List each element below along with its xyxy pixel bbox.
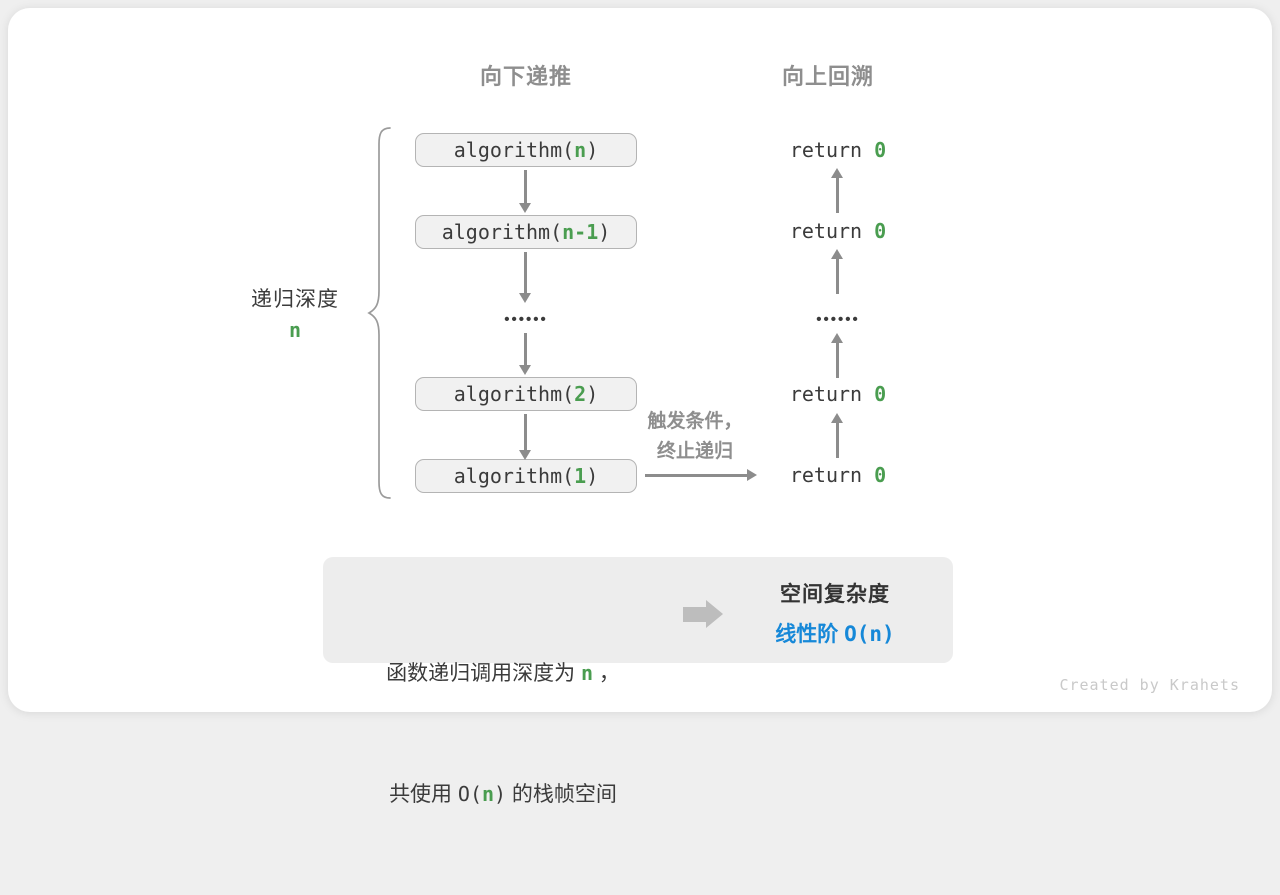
return-value: 0 xyxy=(874,382,887,406)
premise-text: ， xyxy=(593,662,620,685)
call-box-algorithm-n-1: algorithm(n-1) xyxy=(415,215,637,249)
up-arrow xyxy=(831,333,843,378)
up-arrow xyxy=(831,168,843,213)
call-box-text: ) xyxy=(586,464,599,488)
call-box-param: n-1 xyxy=(562,220,599,244)
premise-big-o: O( xyxy=(457,782,482,806)
return-statement: return 0 xyxy=(770,382,906,406)
return-text: return xyxy=(789,463,875,487)
call-box-text: ) xyxy=(586,138,599,162)
header-downward-recursion: 向下递推 xyxy=(479,64,572,89)
down-arrow xyxy=(519,170,531,213)
left-ellipsis: •••••• xyxy=(504,311,548,328)
return-value: 0 xyxy=(874,463,887,487)
premise-line1: 函数递归调用深度为 n ， xyxy=(343,653,663,694)
watermark: Created by Krahets xyxy=(1059,676,1240,694)
premise-n: n xyxy=(580,661,594,685)
premise-n: n xyxy=(482,782,495,806)
base-case-arrow xyxy=(645,469,757,481)
return-text: return xyxy=(789,382,875,406)
down-arrow xyxy=(519,414,531,460)
return-text: return xyxy=(789,219,875,243)
trigger-line2: 终止递归 xyxy=(656,441,733,462)
return-statement: return 0 xyxy=(770,463,906,487)
conclusion-big-o: O(n) xyxy=(844,622,895,646)
up-arrow xyxy=(831,413,843,458)
diagram-canvas: 向下递推 向上回溯 递归深度 n algorithm(n) algorithm(… xyxy=(8,8,1272,806)
left-brace-icon xyxy=(367,127,391,499)
premise-line2: 共使用 O(n) 的栈帧空间 xyxy=(343,774,663,815)
call-box-text: algorithm( xyxy=(441,220,563,244)
up-arrow xyxy=(831,249,843,294)
right-ellipsis: •••••• xyxy=(816,311,860,328)
call-box-param: 2 xyxy=(574,382,587,406)
recursion-depth-label: 递归深度 xyxy=(251,288,339,311)
call-box-text: ) xyxy=(598,220,611,244)
premise-text: 的栈帧空间 xyxy=(506,783,617,806)
call-box-text: algorithm( xyxy=(453,138,575,162)
call-box-param: 1 xyxy=(574,464,587,488)
trigger-line1: 触发条件， xyxy=(647,411,743,432)
return-text: return xyxy=(789,138,875,162)
summary-premise: 函数递归调用深度为 n ， 共使用 O(n) 的栈帧空间 xyxy=(343,573,663,895)
header-upward-backtrack: 向上回溯 xyxy=(781,64,874,89)
recursion-depth-value: n xyxy=(288,318,302,342)
call-box-text: algorithm( xyxy=(453,382,575,406)
call-box-algorithm-2: algorithm(2) xyxy=(415,377,637,411)
trigger-note: 触发条件， 终止递归 xyxy=(635,407,755,467)
down-arrow xyxy=(519,333,531,375)
call-box-text: ) xyxy=(586,382,599,406)
return-value: 0 xyxy=(874,219,887,243)
conclusion-title: 空间复杂度 xyxy=(780,583,890,606)
premise-text: 共使用 xyxy=(389,783,458,806)
premise-big-o-close: ) xyxy=(494,782,507,806)
return-statement: return 0 xyxy=(770,138,906,162)
premise-text: 函数递归调用深度为 xyxy=(386,662,581,685)
summary-panel: 函数递归调用深度为 n ， 共使用 O(n) 的栈帧空间 空间复杂度 线性阶 O… xyxy=(323,557,953,806)
down-arrow xyxy=(519,252,531,303)
conclusion-text: 线性阶 xyxy=(775,623,845,646)
return-value: 0 xyxy=(874,138,887,162)
call-box-param: n xyxy=(574,138,587,162)
return-statement: return 0 xyxy=(770,219,906,243)
conclusion-formula: 线性阶 O(n) xyxy=(735,618,935,648)
call-box-text: algorithm( xyxy=(453,464,575,488)
implies-arrow-icon xyxy=(683,600,723,628)
call-box-algorithm-n: algorithm(n) xyxy=(415,133,637,167)
call-box-algorithm-1: algorithm(1) xyxy=(415,459,637,493)
